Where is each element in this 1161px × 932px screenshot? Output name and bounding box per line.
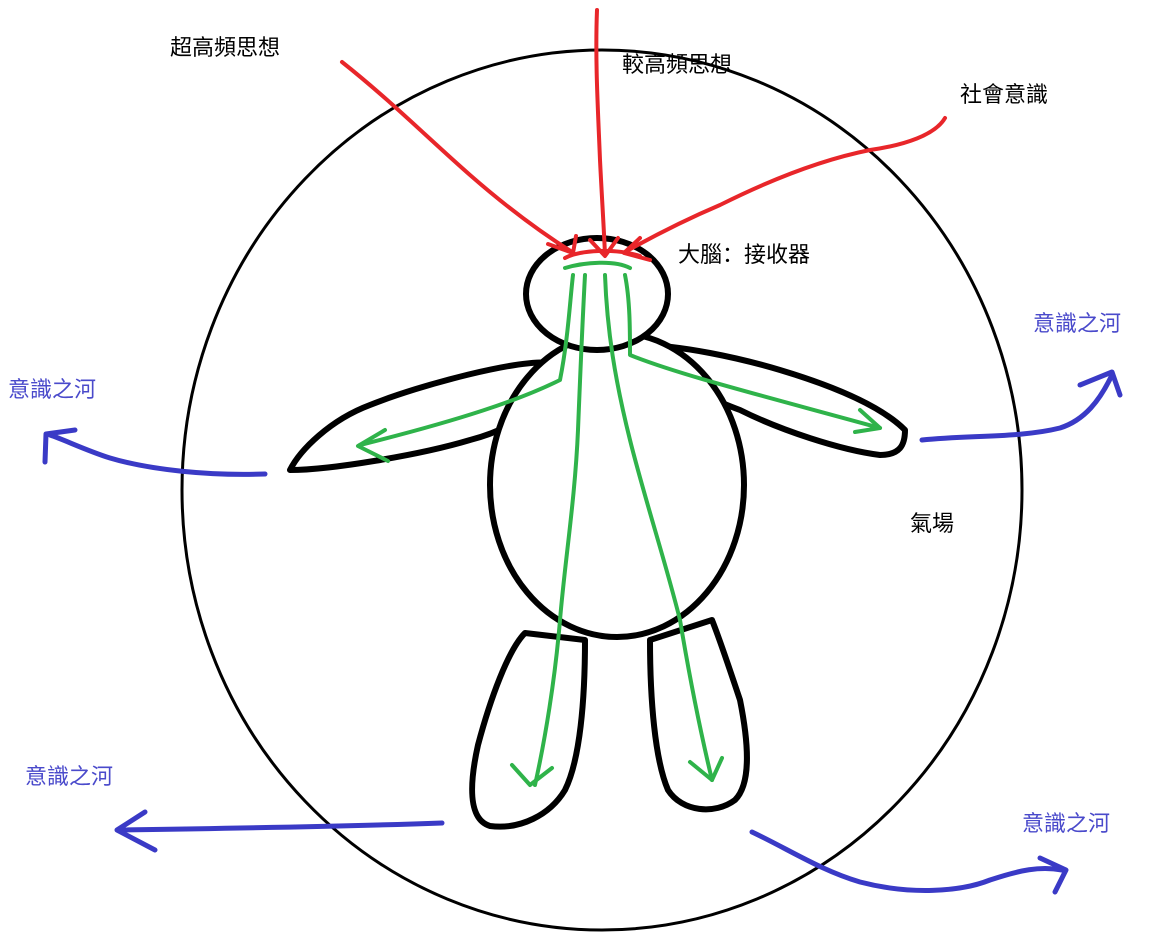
label-social-consciousness: 社會意識	[960, 83, 1049, 108]
river-bottom-right-arrow	[749, 829, 1065, 893]
river-left-arrowhead	[42, 427, 78, 465]
flow-left-leg	[533, 273, 587, 787]
flow-left-arm-arrowhead	[356, 428, 390, 463]
body-figure	[287, 235, 908, 830]
river-bottom-left-arrow	[117, 820, 445, 833]
super-high-freq-arrow	[340, 60, 574, 254]
river-right-arrow	[919, 372, 1115, 443]
label-river-bottom-right: 意識之河	[1022, 812, 1111, 837]
left-leg	[469, 630, 588, 830]
internal-flow	[356, 260, 882, 787]
head-receiver-ring	[563, 248, 642, 260]
flow-right-arm	[623, 273, 882, 430]
head-brain	[523, 235, 671, 353]
aura-field-circle	[180, 48, 1024, 932]
outgoing-rivers	[42, 369, 1123, 895]
flow-right-leg	[603, 273, 714, 782]
label-river-top-right: 意識之河	[1033, 312, 1122, 337]
label-super-high-freq-thought: 超高頻思想	[170, 36, 281, 61]
head-top-ring	[563, 260, 632, 270]
higher-freq-arrow	[594, 8, 607, 257]
social-consciousness-arrow	[623, 116, 947, 254]
label-river-bottom-left: 意識之河	[25, 765, 114, 790]
flow-left-leg-arrowhead	[510, 763, 554, 787]
river-bottom-right-arrowhead	[1037, 855, 1069, 895]
label-aura-field: 氣場	[910, 512, 955, 537]
river-right-arrowhead	[1077, 369, 1123, 398]
label-higher-freq-thought: 較高頻思想	[622, 53, 733, 78]
flow-right-leg-arrowhead	[688, 756, 724, 782]
incoming-thoughts	[340, 8, 947, 262]
label-river-left: 意識之河	[8, 378, 97, 403]
flow-right-arm-arrowhead	[853, 408, 882, 434]
river-bottom-left-arrowhead	[114, 809, 158, 853]
river-left-arrow	[47, 432, 268, 477]
higher-freq-arrowhead	[588, 236, 620, 258]
flow-left-arm	[358, 273, 575, 447]
label-brain-receiver: 大腦：接收器	[678, 243, 811, 268]
